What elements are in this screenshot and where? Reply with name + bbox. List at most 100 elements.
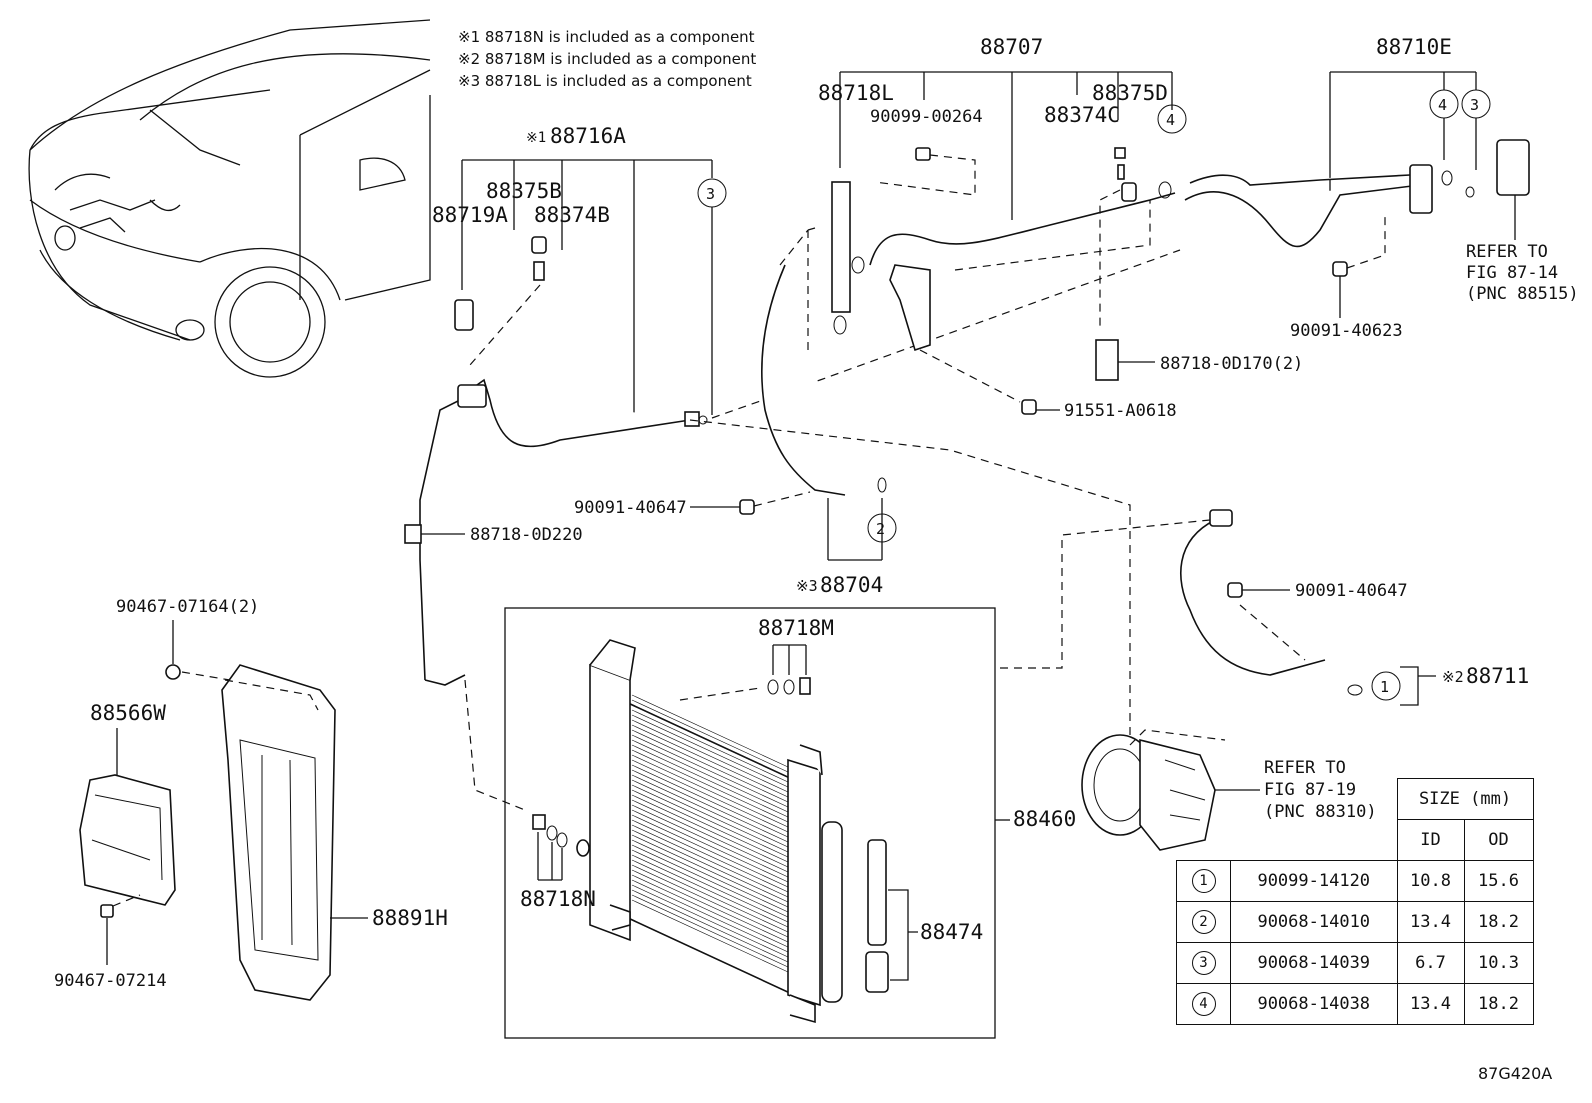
table-row: 1 90099-14120 10.8 15.6 bbox=[1176, 860, 1534, 902]
ref2-line2: FIG 87-19 bbox=[1264, 780, 1356, 800]
group-88704: 2 ※3 88704 90091-40647 bbox=[574, 229, 1131, 745]
size-header: SIZE (mm) bbox=[1396, 778, 1534, 820]
callout-3-right-text: 3 bbox=[1470, 96, 1479, 114]
compressor: REFER TO FIG 87-19 (PNC 88310) bbox=[1081, 729, 1377, 851]
row-id: 13.4 bbox=[1396, 983, 1465, 1025]
condenser-fin-line bbox=[631, 809, 789, 883]
condenser-fin-line bbox=[631, 744, 789, 818]
condenser-fin-line bbox=[631, 899, 789, 973]
condenser-fin-line bbox=[631, 819, 789, 893]
label-88374C: 88374C bbox=[1044, 103, 1120, 127]
group-88707: 88707 88718L 90099-00264 88375D 88374C 4… bbox=[807, 35, 1303, 421]
label-88711: 88711 bbox=[1466, 664, 1529, 688]
label-90091-40647-b: 90091-40647 bbox=[1295, 581, 1408, 601]
table-row: 3 90068-14039 6.7 10.3 bbox=[1176, 942, 1534, 984]
group-88718-0D220: 88718-0D220 bbox=[404, 524, 583, 811]
receiver-tank bbox=[821, 821, 843, 1003]
condenser-fin-line bbox=[631, 774, 789, 848]
group-seals: 90467-07164(2) 88566W 90467-07214 88891H bbox=[54, 597, 448, 1001]
label-88375D: 88375D bbox=[1092, 81, 1168, 105]
label-91551-A0618: 91551-A0618 bbox=[1064, 401, 1177, 421]
condenser-fin-line bbox=[631, 704, 789, 778]
callout-1 bbox=[1371, 671, 1401, 701]
label-88718N: 88718N bbox=[520, 887, 596, 911]
ref2-line1: REFER TO bbox=[1264, 758, 1346, 778]
callout-4-top bbox=[1157, 104, 1187, 134]
bolt-90091-40623 bbox=[1332, 261, 1348, 277]
condenser-fin-line bbox=[631, 719, 789, 793]
ref2-line3: (PNC 88310) bbox=[1264, 802, 1377, 822]
condenser-fin-line bbox=[631, 739, 789, 813]
condenser-assembly: 88460 88718M 88718N 88474 bbox=[504, 607, 1076, 1039]
row-callout: 1 bbox=[1191, 869, 1216, 893]
condenser-fin-line bbox=[631, 734, 789, 808]
label-88718M: 88718M bbox=[758, 616, 834, 640]
condenser-fin-line bbox=[631, 769, 789, 843]
label-88375B: 88375B bbox=[486, 179, 562, 203]
condenser-fin-line bbox=[631, 804, 789, 878]
condenser-fin-line bbox=[631, 764, 789, 838]
callout-2-text: 2 bbox=[876, 520, 885, 538]
ref1-line3: (PNC 88515) bbox=[1466, 284, 1579, 304]
ref1-line1: REFER TO bbox=[1466, 242, 1548, 262]
row-callout: 3 bbox=[1191, 951, 1216, 975]
condenser-fin-line bbox=[631, 894, 789, 968]
component-notes: ※1 88718N is included as a component ※2 … bbox=[458, 28, 756, 90]
label-88474: 88474 bbox=[920, 920, 983, 944]
row-od: 18.2 bbox=[1463, 901, 1534, 943]
label-88460: 88460 bbox=[1013, 807, 1076, 831]
label-88891H: 88891H bbox=[372, 906, 448, 930]
condenser-fin-line bbox=[631, 759, 789, 833]
callout-3-left-text: 3 bbox=[706, 185, 715, 203]
tube-fitting bbox=[457, 384, 487, 408]
condenser-fin-line bbox=[631, 789, 789, 863]
bolt-91551-A0618 bbox=[1021, 399, 1037, 415]
condenser-fin-line bbox=[631, 799, 789, 873]
label-88707: 88707 bbox=[980, 35, 1043, 59]
row-part: 90068-14010 bbox=[1230, 901, 1398, 943]
clip-90467-07214 bbox=[100, 904, 114, 918]
row-od: 18.2 bbox=[1463, 983, 1534, 1025]
label-88718L: 88718L bbox=[818, 81, 894, 105]
row-callout: 2 bbox=[1191, 910, 1216, 934]
condenser-fin-line bbox=[631, 889, 789, 963]
group-88710E: 88710E 4 3 REFER TO FIG 87-14 (PNC 88515… bbox=[1184, 35, 1579, 341]
condenser-fin-line bbox=[631, 859, 789, 933]
condenser-fin-line bbox=[631, 784, 789, 858]
condenser-fin-line bbox=[631, 694, 789, 768]
label-90091-40647-a: 90091-40647 bbox=[574, 498, 687, 518]
condenser-fin-line bbox=[631, 749, 789, 823]
note-2: ※2 88718M is included as a component bbox=[458, 50, 756, 68]
condenser-fin-line bbox=[631, 779, 789, 853]
figure-id: 87G420A bbox=[1478, 1064, 1553, 1083]
vehicle-sketch bbox=[28, 19, 431, 378]
condenser-fin-line bbox=[631, 729, 789, 803]
note-3: ※3 88718L is included as a component bbox=[458, 72, 752, 90]
table-row: 2 90068-14010 13.4 18.2 bbox=[1176, 901, 1534, 943]
bolt-90091-40647-b bbox=[1227, 582, 1243, 598]
part-88374B bbox=[533, 261, 545, 281]
clamp-0D170 bbox=[1095, 339, 1119, 381]
label-90091-40623: 90091-40623 bbox=[1290, 321, 1403, 341]
callout-1-text: 1 bbox=[1380, 678, 1389, 696]
part-88375B bbox=[531, 236, 547, 254]
group-88716A: ※1 88716A 88375B 88719A 88374B 3 bbox=[419, 124, 1181, 681]
condenser-fin-line bbox=[631, 794, 789, 868]
condenser-fin-line bbox=[631, 864, 789, 938]
condenser-fin-line bbox=[631, 884, 789, 958]
mark-88716A: ※1 bbox=[526, 130, 546, 146]
row-id: 6.7 bbox=[1396, 942, 1465, 984]
pipe-bracket bbox=[889, 264, 931, 352]
part-88719A bbox=[454, 299, 474, 331]
mark-88711: ※2 bbox=[1442, 668, 1464, 686]
condenser-fin-line bbox=[631, 839, 789, 913]
condenser-fin-line bbox=[631, 829, 789, 903]
label-90467-07214: 90467-07214 bbox=[54, 971, 167, 991]
col-id: ID bbox=[1396, 819, 1465, 861]
condenser-fin-line bbox=[631, 874, 789, 948]
condenser-fin-line bbox=[631, 754, 789, 828]
bolt-90091-40647-a bbox=[739, 499, 755, 515]
label-88710E: 88710E bbox=[1376, 35, 1452, 59]
clamp-0D220 bbox=[404, 524, 422, 544]
